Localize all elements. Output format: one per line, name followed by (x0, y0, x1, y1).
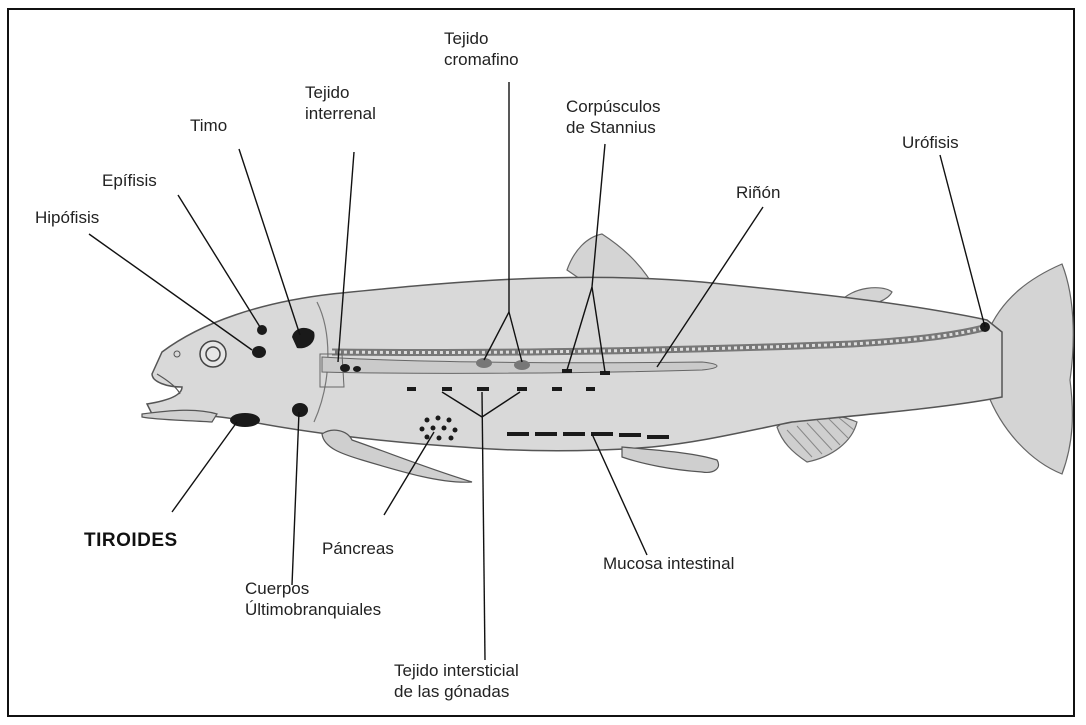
eye (200, 341, 226, 367)
pelvic-fin (622, 447, 719, 472)
fish-diagram (9, 10, 1077, 719)
interrenal-spot (340, 364, 350, 372)
label-gonadas: Tejido intersticial de las gónadas (394, 660, 519, 702)
label-corpusculos: Corpúsculos de Stannius (566, 96, 661, 138)
epiphysis-spot (257, 325, 267, 335)
label-urofisis: Uróﬁsis (902, 132, 959, 153)
label-tejido-cromafino: Tejido cromafino (444, 28, 519, 70)
label-corpusculos-line2: de Stannius (566, 117, 661, 138)
label-pancreas: Páncreas (322, 538, 394, 559)
figure-frame: Hipófisis Epífisis Timo Tejido interrena… (7, 8, 1075, 717)
label-tiroides: TIROIDES (84, 530, 178, 551)
label-tejido-cromafino-line1: Tejido (444, 28, 519, 49)
pituitary-spot (252, 346, 266, 358)
label-tejido-interrenal-line1: Tejido (305, 82, 376, 103)
label-cuerpos-line1: Cuerpos (245, 578, 381, 599)
label-tejido-interrenal-line2: interrenal (305, 103, 376, 124)
label-tejido-interrenal: Tejido interrenal (305, 82, 376, 124)
label-rinon: Riñón (736, 182, 780, 203)
label-gonadas-line2: de las gónadas (394, 681, 519, 702)
label-cuerpos: Cuerpos Últimobranquiales (245, 578, 381, 620)
label-gonadas-line1: Tejido intersticial (394, 660, 519, 681)
label-timo: Timo (190, 115, 227, 136)
label-mucosa: Mucosa intestinal (603, 553, 734, 574)
label-corpusculos-line1: Corpúsculos (566, 96, 661, 117)
label-tejido-cromafino-line2: cromafino (444, 49, 519, 70)
label-cuerpos-line2: Últimobranquiales (245, 599, 381, 620)
label-epifisis: Epífisis (102, 170, 157, 191)
label-hipofisis: Hipófisis (35, 207, 99, 228)
ultimobranchial-spot (292, 403, 308, 417)
